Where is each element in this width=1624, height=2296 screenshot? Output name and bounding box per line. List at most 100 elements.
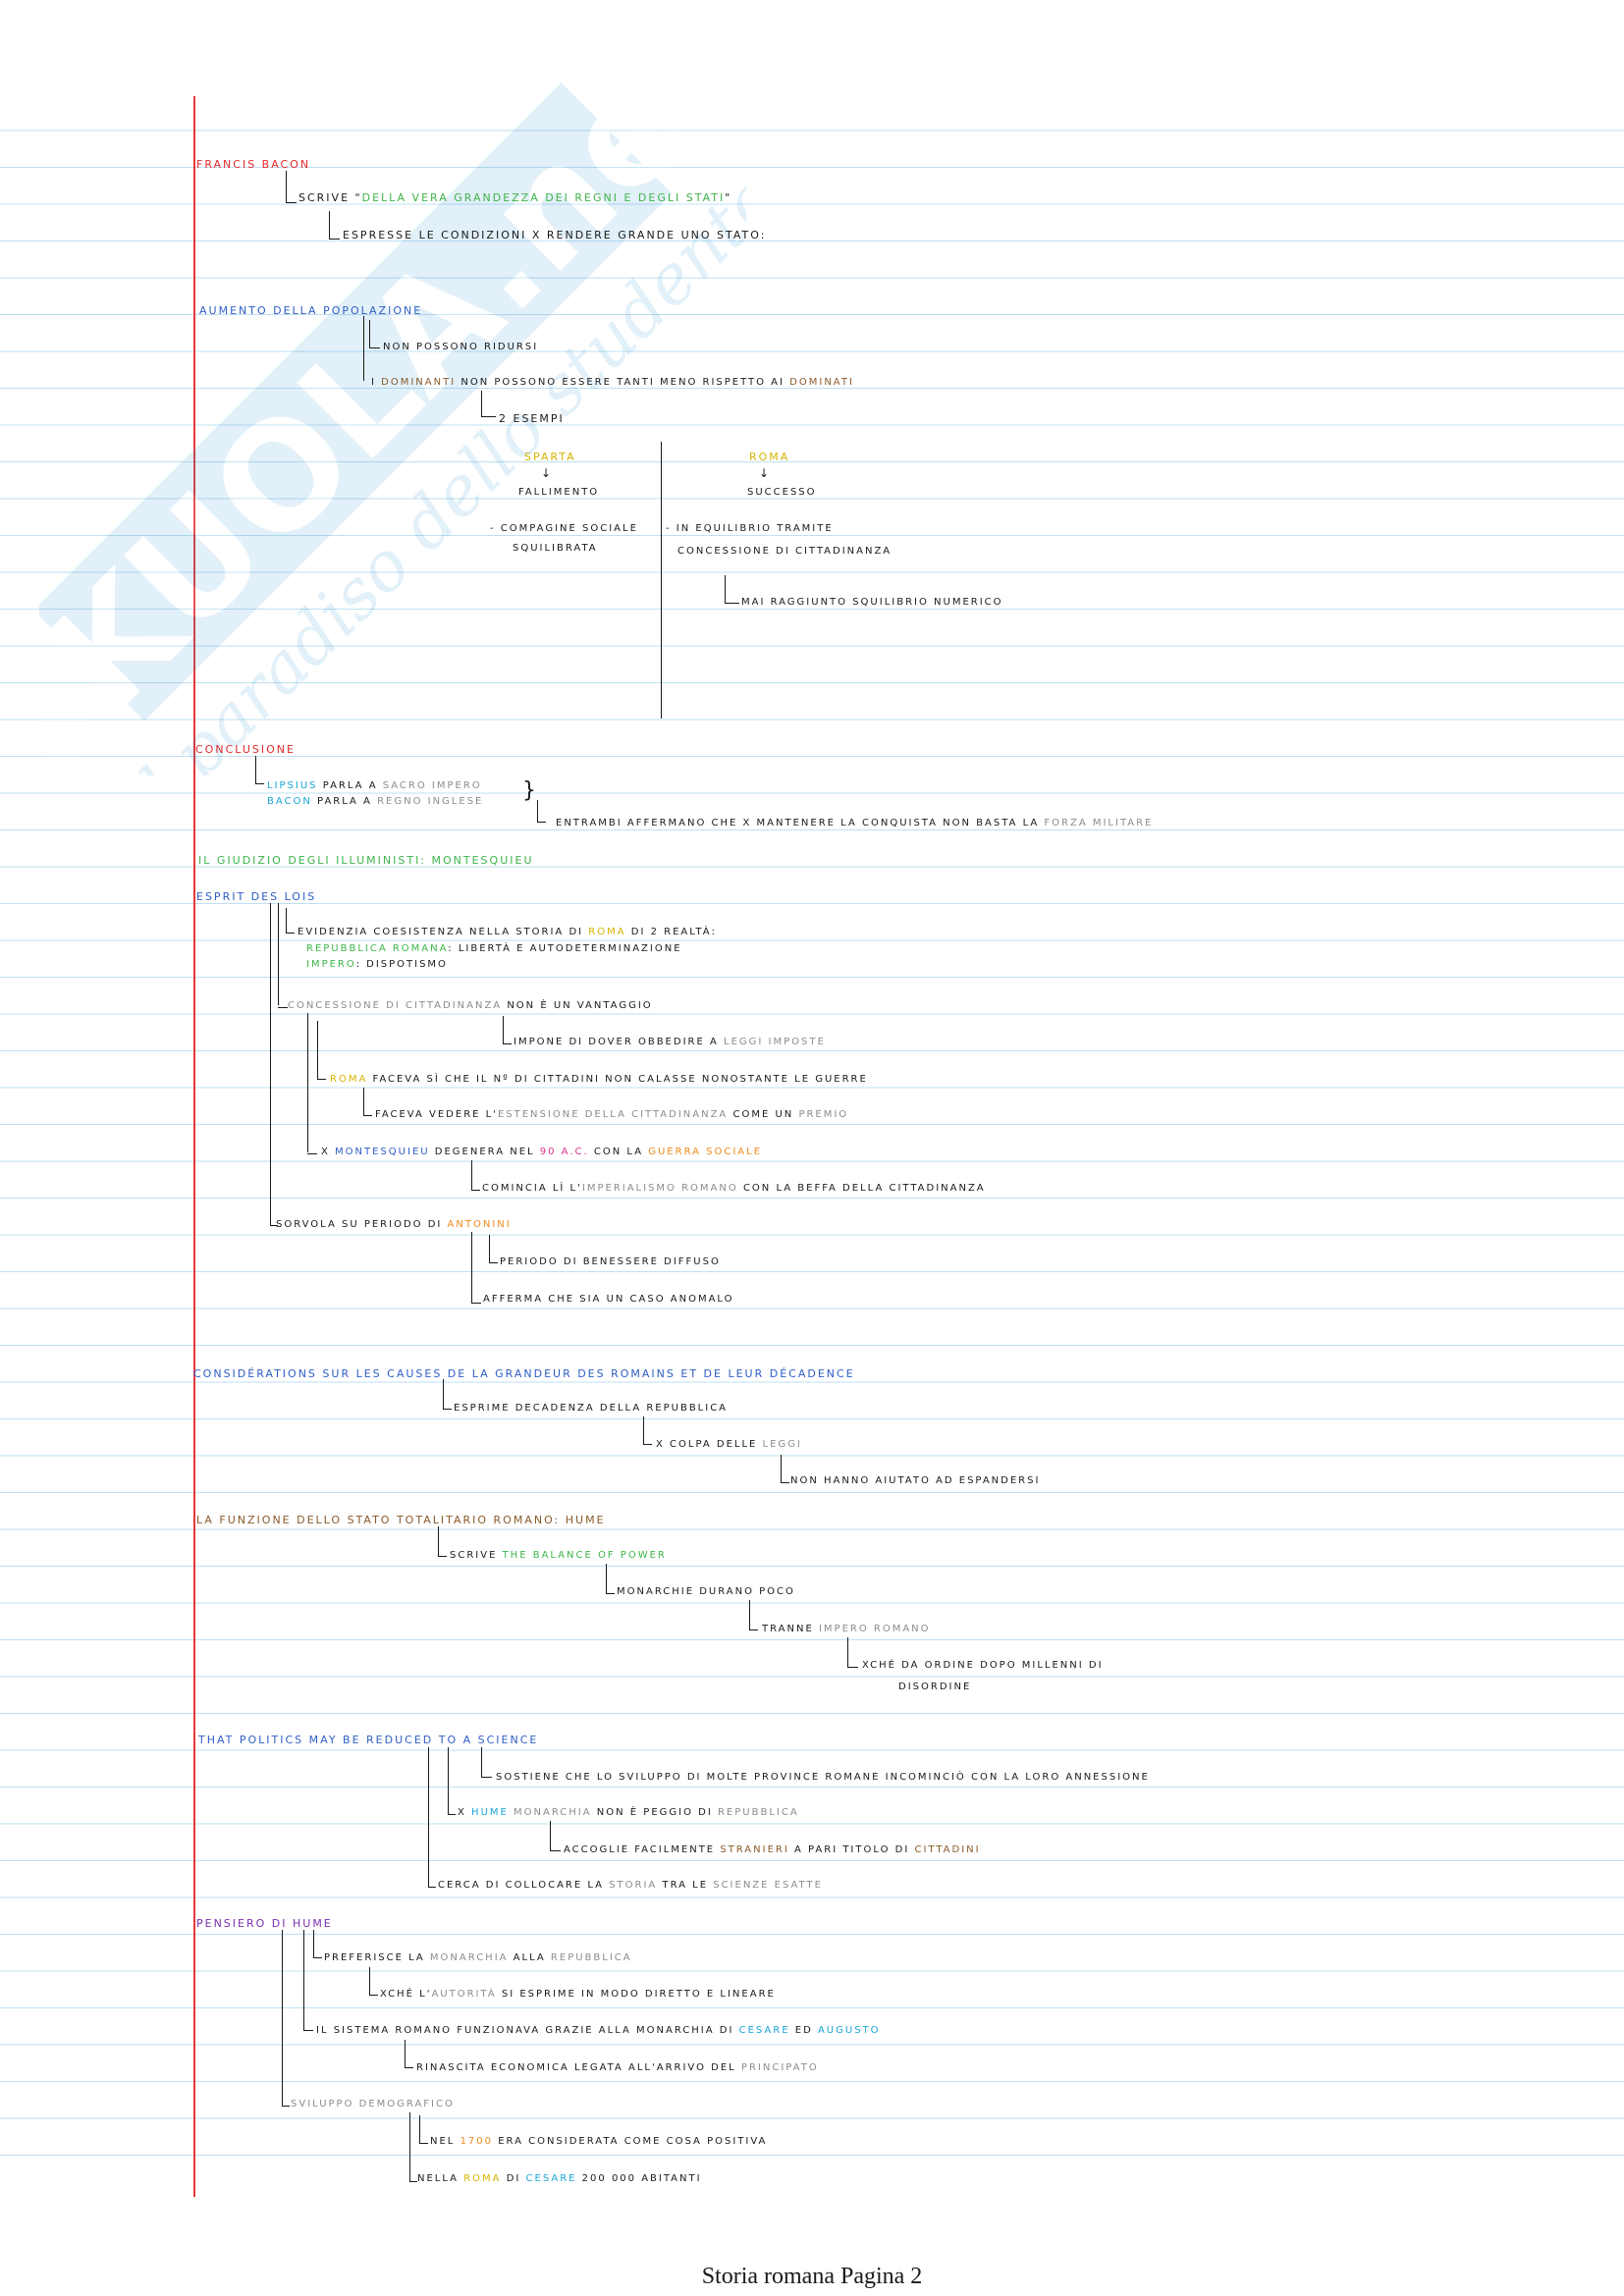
note-line: Bacon parla a regno inglese <box>267 796 484 807</box>
bracket <box>329 211 340 240</box>
bracket <box>481 391 496 417</box>
bracket-line <box>278 903 279 1005</box>
note-line: preferisce la monarchia alla repubblica <box>324 1952 632 1963</box>
note-line: rinascita economica legata all'arrivo de… <box>416 2062 819 2073</box>
bracket <box>303 2012 313 2031</box>
note-line: evidenzia coesistenza nella storia di Ro… <box>298 927 717 937</box>
bracket-line <box>282 1930 283 2107</box>
arrow-down-icon: ↓ <box>759 466 770 480</box>
bracket <box>749 1600 758 1630</box>
note-line: - compagine sociale <box>490 523 638 534</box>
note-line: accoglie facilmente stranieri a pari tit… <box>564 1844 981 1855</box>
bracket-line <box>317 1021 318 1080</box>
note-line: xché da ordine dopo millenni di <box>862 1660 1104 1671</box>
bracket <box>537 800 546 823</box>
bracket <box>781 1455 789 1483</box>
bracket <box>307 1134 317 1154</box>
note-line: impero: dispotismo <box>306 959 448 970</box>
note-line: Lipsius parla a sacro impero <box>267 780 482 791</box>
label-roma: Roma <box>749 451 790 463</box>
note-line: scrive The balance of power <box>450 1550 667 1561</box>
label-fallimento: fallimento <box>518 487 600 498</box>
bracket <box>428 1870 436 1888</box>
note-line: sostiene che lo sviluppo di molte provin… <box>496 1772 1150 1783</box>
arrow-down-icon: ↓ <box>541 466 552 480</box>
bracket <box>278 987 288 1008</box>
note-line: - in equilibrio tramite <box>666 523 834 534</box>
bracket <box>255 756 264 784</box>
page-footer: Storia romana Pagina 2 <box>701 2264 923 2289</box>
column-divider <box>661 442 662 719</box>
note-line: x Montesquieu degenera nel 90 a.C. con l… <box>321 1147 763 1157</box>
bracket <box>286 171 297 203</box>
bracket <box>503 1016 512 1044</box>
note-line: nella Roma di Cesare 200 000 abitanti <box>417 2173 702 2184</box>
bracket <box>489 1235 498 1263</box>
note-line: monarchie durano poco <box>617 1586 795 1597</box>
note-line: faceva vedere l'estensione della cittadi… <box>375 1109 849 1120</box>
bracket <box>471 1160 480 1191</box>
bracket <box>286 908 295 934</box>
bracket-line <box>448 1747 449 1814</box>
note-line: entrambi affermano che x mantenere la co… <box>556 818 1154 828</box>
heading-popolazione: Aumento della popolazione <box>199 304 423 317</box>
bracket <box>481 1747 492 1778</box>
note-line: concessione di cittadinanza non è un van… <box>288 1000 653 1011</box>
bracket <box>409 2164 417 2182</box>
note-line: non possono ridursi <box>383 342 539 352</box>
note-line: non hanno aiutato ad espandersi <box>790 1475 1041 1486</box>
heading-politics-science: That politics may be reduced to a scienc… <box>198 1734 539 1746</box>
note-line: i dominanti non possono essere tanti men… <box>371 377 854 388</box>
bracket-line <box>307 1013 308 1152</box>
bracket <box>448 1796 456 1815</box>
bracket <box>443 1379 452 1410</box>
note-line: nel 1700 era considerata come cosa posit… <box>430 2136 768 2147</box>
bracket-line <box>303 1930 304 2030</box>
note-line: esprime decadenza della repubblica <box>454 1403 729 1414</box>
ruled-notebook-paper <box>0 94 1624 2185</box>
bracket-line <box>428 1747 429 1887</box>
bracket <box>317 1062 326 1080</box>
heading-pensiero-hume: Pensiero di Hume <box>196 1917 333 1930</box>
bracket-line <box>270 903 271 1225</box>
bracket-line <box>471 1232 472 1303</box>
note-line: tranne impero romano <box>762 1624 931 1634</box>
note-line: espresse le condizioni x rendere grande … <box>343 229 767 241</box>
note-line: disordine <box>898 1682 972 1692</box>
bracket <box>419 2115 428 2144</box>
note-line: mai raggiunto squilibrio numerico <box>741 597 1003 608</box>
note-line: il sistema romano funzionava grazie alla… <box>316 2025 881 2036</box>
bracket <box>847 1637 858 1668</box>
heading-hume: La funzione dello stato totalitario roma… <box>196 1514 606 1526</box>
bracket <box>471 1284 481 1304</box>
note-line: xché l'autorità si esprime in modo diret… <box>380 1989 776 2000</box>
heading-illuministi: Il giudizio degli illuministi: Montesqui… <box>198 854 534 867</box>
bracket <box>725 575 739 604</box>
note-line: Roma faceva sì che il nº di cittadini no… <box>330 1074 868 1085</box>
bracket <box>270 1207 278 1226</box>
note-line: impone di dover obbedire a leggi imposte <box>514 1037 826 1047</box>
bracket <box>369 320 380 348</box>
note-line: sorvola su periodo di Antonini <box>276 1219 512 1230</box>
heading-conclusione: Conclusione <box>195 743 296 756</box>
bracket <box>369 1967 378 1996</box>
brace-icon: } <box>522 778 536 803</box>
note-line: x colpa delle leggi <box>656 1439 802 1450</box>
note-line: scrive "Della vera grandezza dei regni e… <box>298 191 732 204</box>
note-line: cerca di collocare la storia tra le scie… <box>438 1880 823 1891</box>
heading-esprit-des-lois: Esprit des lois <box>196 890 317 903</box>
note-line: periodo di benessere diffuso <box>500 1256 721 1267</box>
bracket <box>643 1416 652 1445</box>
note-line: afferma che sia un caso anomalo <box>483 1294 734 1305</box>
note-line: sviluppo demografico <box>291 2099 455 2109</box>
bracket-line <box>363 316 364 381</box>
bracket <box>363 1088 372 1116</box>
bracket <box>606 1564 615 1594</box>
note-line: squilibrata <box>513 543 598 554</box>
heading-francis-bacon: Francis Bacon <box>196 158 311 171</box>
bracket <box>282 2089 290 2107</box>
bracket <box>550 1821 561 1851</box>
label-successo: successo <box>747 487 817 498</box>
note-line: 2 esempi <box>499 412 565 425</box>
note-line: comincia lì l'imperialismo romano con la… <box>482 1183 986 1194</box>
